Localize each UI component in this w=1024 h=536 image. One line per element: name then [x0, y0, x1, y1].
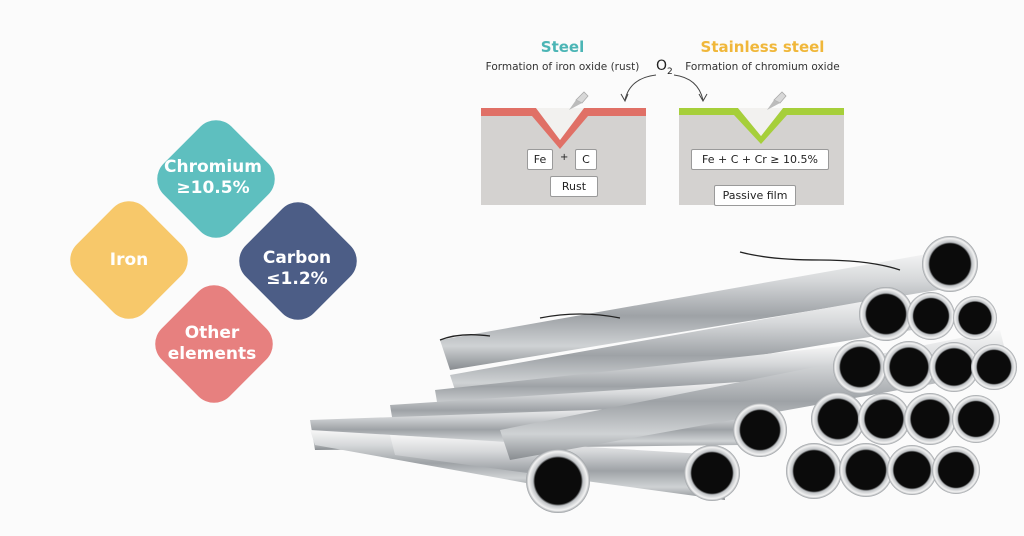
iron-label: Iron — [59, 250, 199, 271]
chromium-label: Chromium ≥10.5% — [143, 157, 283, 199]
chromium-value: ≥10.5% — [176, 178, 250, 198]
oxygen-symbol: O2 — [656, 58, 673, 77]
other-elements-label: Other elements — [144, 323, 280, 365]
chromium-name: Chromium — [164, 157, 262, 177]
arrow-to-steel-icon — [624, 74, 657, 101]
stainless-formula-chip: Fe + C + Cr ≥ 10.5% — [691, 149, 829, 170]
carbon-name: Carbon — [262, 248, 332, 268]
steel-notch — [536, 108, 584, 140]
stainless-title: Stainless steel — [700, 38, 825, 56]
steel-fe-chip: Fe — [527, 149, 553, 170]
wire-3 — [439, 334, 491, 341]
stainless-passive-layer — [679, 108, 844, 144]
oxygen-subscript: 2 — [667, 66, 673, 77]
steel-plus: + — [560, 152, 569, 163]
carbon-value: ≤1.2% — [266, 269, 328, 289]
carbon-label: Carbon ≤1.2% — [227, 248, 367, 290]
corrosion-svg — [481, 74, 844, 205]
steel-caption: Formation of iron oxide (rust) — [485, 61, 640, 73]
stainless-result-chip: Passive film — [714, 185, 796, 206]
arrow-to-stainless-icon — [673, 74, 704, 101]
pipe-bodies — [310, 250, 1010, 500]
wire-2 — [539, 313, 621, 319]
iron-name: Iron — [109, 250, 149, 270]
oxygen-letter: O — [656, 58, 668, 74]
wire-1 — [739, 251, 901, 271]
pipe-ends — [526, 236, 1017, 513]
steel-result-chip: Rust — [550, 176, 598, 197]
stainless-caption: Formation of chromium oxide — [685, 61, 840, 73]
steel-title: Steel — [540, 38, 585, 56]
steel-rust-layer — [481, 108, 646, 149]
steel-c-chip: C — [575, 149, 597, 170]
pipes-illustration — [310, 236, 1017, 513]
other-elements-name: Other elements — [167, 323, 257, 364]
